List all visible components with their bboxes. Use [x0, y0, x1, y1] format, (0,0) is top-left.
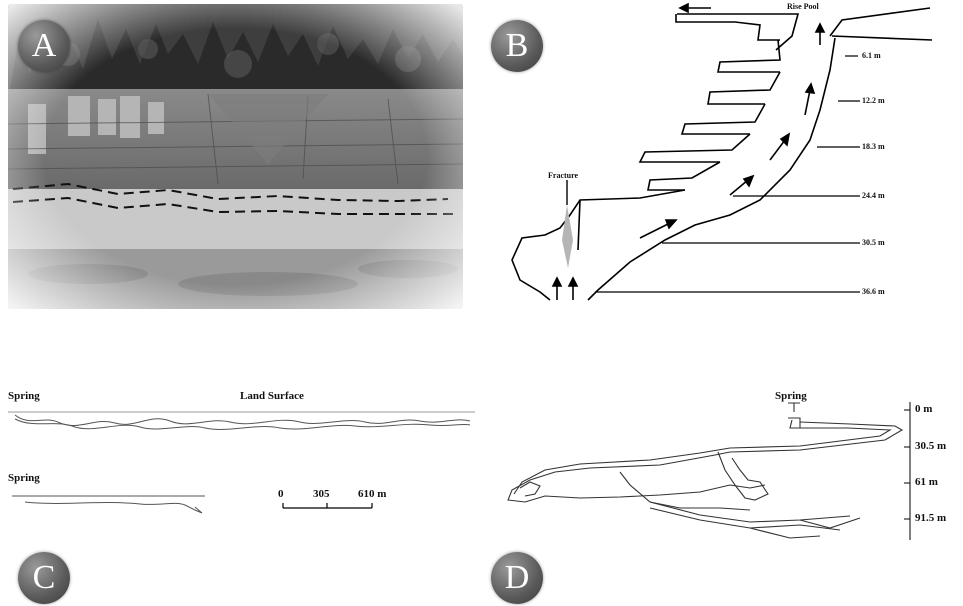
- depth-label-d-3: 91.5 m: [915, 512, 946, 524]
- depth-label-d-1: 30.5 m: [915, 440, 946, 452]
- panel-b-letter: B: [506, 27, 529, 65]
- panel-d-diagram: [500, 390, 963, 550]
- depth-label-b-2: 12.2 m: [862, 96, 885, 105]
- fracture-shading: [562, 205, 573, 268]
- depth-label-b-4: 24.4 m: [862, 191, 885, 200]
- cave-passage-lower: [12, 496, 205, 513]
- depth-label-b-5: 30.5 m: [862, 238, 885, 247]
- panel-b-diagram: [480, 0, 963, 310]
- spring-label-upper: Spring: [8, 390, 40, 402]
- panel-a-letter: A: [32, 27, 57, 65]
- depth-label-d-0: 0 m: [915, 403, 932, 415]
- scale-label-0: 0: [278, 488, 284, 500]
- depth-label-b-1: 6.1 m: [862, 51, 881, 60]
- depth-label-b-6: 36.6 m: [862, 287, 885, 296]
- quarry-photo-illustration: [8, 4, 463, 309]
- depth-axis: [904, 402, 910, 540]
- panel-b-badge: B: [491, 20, 543, 72]
- panel-c-badge: C: [18, 552, 70, 604]
- depth-label-b-3: 18.3 m: [862, 142, 885, 151]
- depth-label-d-2: 61 m: [915, 476, 938, 488]
- scale-label-610: 610 m: [358, 488, 386, 500]
- panel-c-letter: C: [33, 559, 56, 597]
- cave-passage-upper: [15, 415, 470, 429]
- cave-profile-outline: [508, 403, 902, 538]
- rise-pool-label: Rise Pool: [787, 2, 819, 11]
- panel-a-badge: A: [18, 20, 70, 72]
- panel-c-diagram: [0, 395, 480, 525]
- panel-d-badge: D: [491, 552, 543, 604]
- panel-a-photo: [8, 4, 463, 309]
- fracture-label: Fracture: [548, 171, 578, 180]
- scale-bar: [283, 503, 372, 508]
- spring-label-d: Spring: [775, 390, 807, 402]
- flow-arrows: [553, 4, 824, 300]
- scale-label-305: 305: [313, 488, 330, 500]
- panel-d-letter: D: [505, 559, 530, 597]
- spring-label-lower: Spring: [8, 472, 40, 484]
- land-surface-label: Land Surface: [240, 390, 304, 402]
